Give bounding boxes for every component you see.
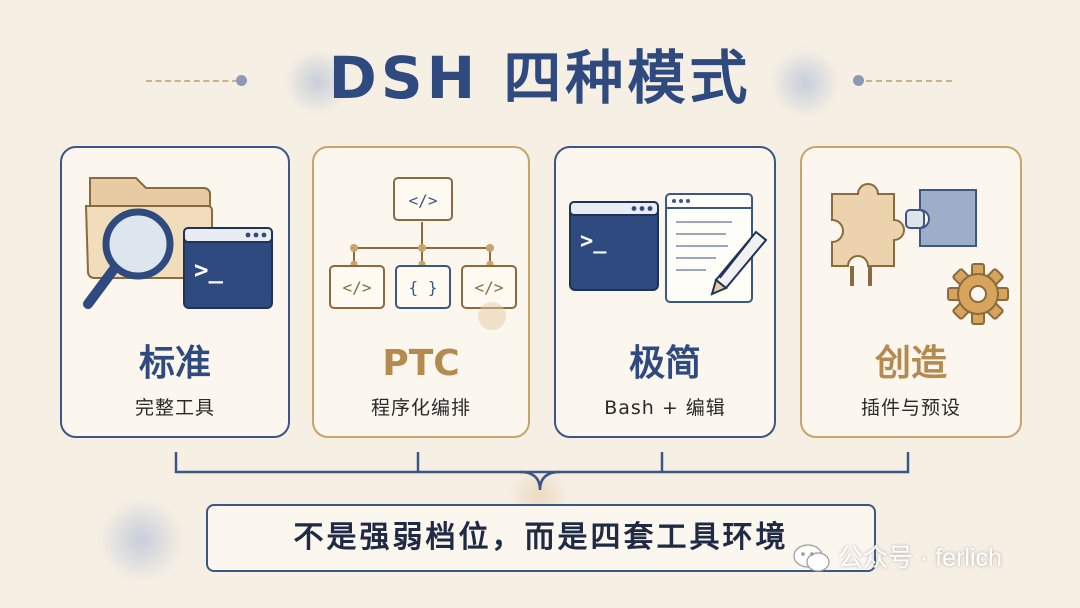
code-node-icon: </> bbox=[393, 177, 453, 221]
gear-icon bbox=[947, 263, 1009, 325]
puzzle-piece-icon bbox=[905, 189, 977, 247]
title-divider-left bbox=[146, 80, 238, 82]
terminal-icon: >_ bbox=[183, 227, 273, 309]
watermark-text: 公众号 · ferlich bbox=[838, 544, 1002, 572]
svg-text:>_: >_ bbox=[580, 229, 607, 254]
card-subtitle: Bash + 编辑 bbox=[604, 397, 726, 419]
card-title: 创造 bbox=[874, 343, 947, 384]
code-node-icon: </> bbox=[329, 265, 385, 309]
magnifier-icon bbox=[83, 208, 174, 309]
svg-text:>_: >_ bbox=[194, 256, 223, 284]
puzzle-icon bbox=[831, 183, 905, 286]
mode-card-ptc: </> </> { } </> PTC 程序化编排 bbox=[312, 146, 530, 438]
card-title: 极简 bbox=[628, 343, 701, 384]
summary-text: 不是强弱档位，而是四套工具环境 bbox=[293, 520, 789, 555]
svg-text:{ }: { } bbox=[409, 278, 438, 297]
create-illustration bbox=[831, 183, 1009, 325]
title-area: DSH 四种模式 bbox=[0, 38, 1080, 118]
title-dot-left bbox=[236, 75, 247, 86]
svg-text:</>: </> bbox=[475, 278, 504, 297]
page-title: DSH 四种模式 bbox=[328, 44, 752, 112]
braces-node-icon: { } bbox=[395, 265, 451, 309]
svg-text:</>: </> bbox=[409, 191, 438, 210]
minimal-illustration: >_ bbox=[569, 193, 768, 303]
wechat-logo-icon bbox=[793, 544, 830, 572]
bg-blot bbox=[282, 52, 352, 112]
mode-card-create: 创造 插件与预设 bbox=[800, 146, 1022, 438]
bg-blot bbox=[96, 500, 186, 580]
mode-card-minimal: >_ 极简 Bash + 编辑 bbox=[554, 146, 776, 438]
mode-card-standard: >_ 标准 完整工具 bbox=[60, 146, 290, 438]
svg-text:</>: </> bbox=[343, 278, 372, 297]
card-title: PTC bbox=[382, 343, 460, 384]
pencil-icon bbox=[710, 230, 768, 296]
card-subtitle: 程序化编排 bbox=[370, 397, 471, 419]
summary-box: 不是强弱档位，而是四套工具环境 bbox=[206, 504, 876, 572]
terminal-icon: >_ bbox=[569, 201, 659, 291]
code-node-icon: </> bbox=[461, 265, 517, 309]
document-icon bbox=[665, 193, 753, 303]
card-subtitle: 插件与预设 bbox=[860, 397, 961, 419]
card-title: 标准 bbox=[138, 343, 211, 384]
bg-blot bbox=[770, 48, 840, 118]
title-divider-right bbox=[866, 80, 952, 82]
title-dot-right bbox=[853, 75, 864, 86]
ptc-illustration: </> </> { } </> bbox=[329, 177, 517, 330]
card-subtitle: 完整工具 bbox=[134, 397, 215, 419]
standard-illustration: >_ bbox=[83, 177, 273, 309]
